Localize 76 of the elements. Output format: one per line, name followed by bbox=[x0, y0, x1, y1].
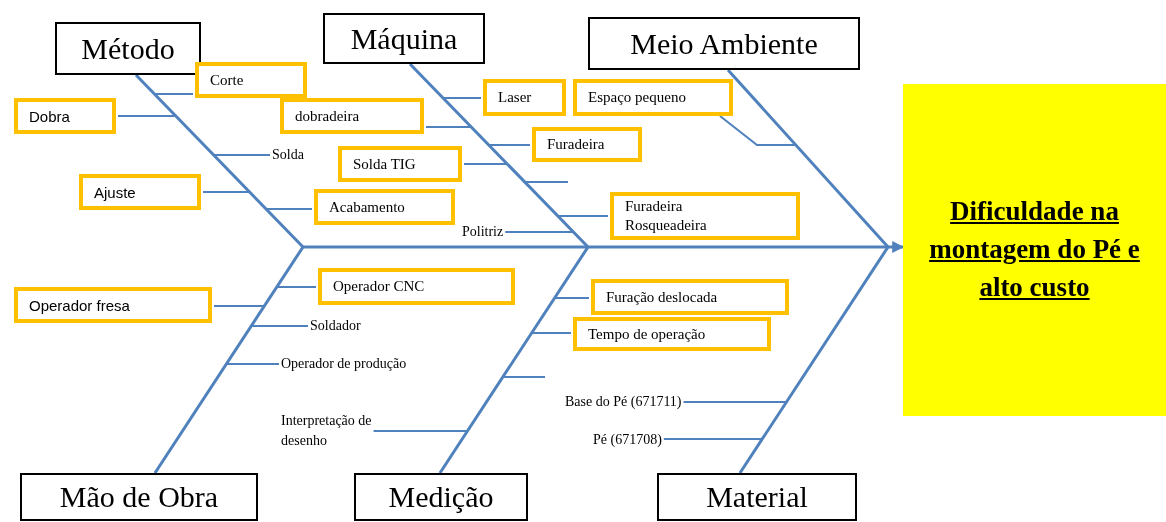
cause-text: Interpretação de desenho bbox=[281, 411, 416, 452]
cause-box bbox=[483, 79, 566, 116]
category-label: Mão de Obra bbox=[59, 480, 219, 514]
cause-label: Dobra bbox=[29, 107, 70, 125]
cause-box bbox=[314, 189, 455, 225]
bone-line bbox=[408, 62, 590, 249]
category-label: Material bbox=[706, 480, 808, 514]
effect-box bbox=[903, 84, 1166, 416]
branch-line bbox=[213, 305, 265, 307]
branch-line bbox=[442, 97, 482, 99]
cause-text: Soldador bbox=[310, 316, 361, 337]
spine-arrow bbox=[303, 241, 905, 253]
cause-label: Furadeira bbox=[547, 136, 605, 153]
cause-label: Ajuste bbox=[94, 183, 136, 201]
bone-line bbox=[438, 246, 590, 474]
branch-line bbox=[682, 401, 788, 403]
branch-line bbox=[265, 208, 313, 210]
branch-line bbox=[117, 115, 177, 117]
cause-label: Furação deslocada bbox=[606, 288, 718, 306]
branch-line bbox=[153, 93, 194, 95]
cause-text: Solda bbox=[272, 145, 304, 166]
category-label: Meio Ambiente bbox=[630, 26, 818, 61]
category-label: Medição bbox=[388, 480, 494, 514]
cause-box bbox=[573, 79, 733, 116]
cause-label: Espaço pequeno bbox=[588, 89, 686, 106]
branch-line bbox=[276, 286, 317, 288]
branch-line bbox=[202, 191, 251, 193]
branch-line bbox=[372, 430, 468, 432]
cause-box bbox=[195, 62, 307, 98]
category-label: Máquina bbox=[350, 21, 458, 56]
effect-label: Dificuldade na montagem do Pé e alto custo bbox=[928, 195, 1141, 304]
cause-label: dobradeira bbox=[295, 107, 360, 125]
cause-box bbox=[573, 317, 771, 351]
branch-line bbox=[250, 325, 309, 327]
cause-box bbox=[14, 98, 116, 134]
cause-text: Politriz bbox=[462, 222, 504, 243]
category-box bbox=[323, 13, 485, 64]
cause-box bbox=[338, 146, 462, 182]
branch-line bbox=[662, 438, 763, 440]
cause-label: Tempo de operação bbox=[588, 325, 706, 343]
category-box bbox=[657, 473, 857, 521]
cause-label: Acabamento bbox=[329, 198, 405, 216]
branch-line bbox=[425, 126, 472, 128]
cause-text: Base do Pé (671711) bbox=[565, 392, 682, 413]
cause-box bbox=[591, 279, 789, 315]
branch-line bbox=[488, 144, 531, 146]
cause-label: Corte bbox=[210, 71, 244, 89]
cause-label: Operador CNC bbox=[333, 278, 425, 295]
bone-line bbox=[738, 246, 890, 474]
cause-box bbox=[14, 287, 212, 323]
cause-box bbox=[318, 268, 515, 305]
cause-label: Operador fresa bbox=[29, 296, 130, 314]
category-box bbox=[354, 473, 528, 521]
cause-label: Laser bbox=[498, 89, 532, 106]
cause-text: Pé (671708) bbox=[593, 430, 662, 451]
cause-box bbox=[610, 192, 800, 240]
category-box bbox=[20, 473, 258, 521]
category-box bbox=[588, 17, 860, 70]
cause-box bbox=[79, 174, 201, 210]
branch-line bbox=[463, 163, 508, 165]
cause-label: Furadeira Rosqueadeira bbox=[625, 196, 708, 235]
category-label: Método bbox=[81, 31, 175, 66]
cause-box bbox=[532, 127, 642, 162]
branch-line bbox=[531, 332, 572, 334]
bone-line bbox=[134, 73, 305, 249]
cause-text: Operador de produção bbox=[281, 354, 407, 375]
branch-line bbox=[557, 215, 609, 217]
bone-line bbox=[153, 246, 305, 474]
branch-line bbox=[213, 154, 271, 156]
branch-line bbox=[719, 115, 797, 146]
cause-box bbox=[280, 98, 424, 134]
branch-line bbox=[504, 231, 574, 233]
cause-label: Solda TIG bbox=[353, 155, 416, 173]
branch-line bbox=[554, 297, 590, 299]
branch-line bbox=[225, 363, 280, 365]
category-box bbox=[55, 22, 201, 75]
